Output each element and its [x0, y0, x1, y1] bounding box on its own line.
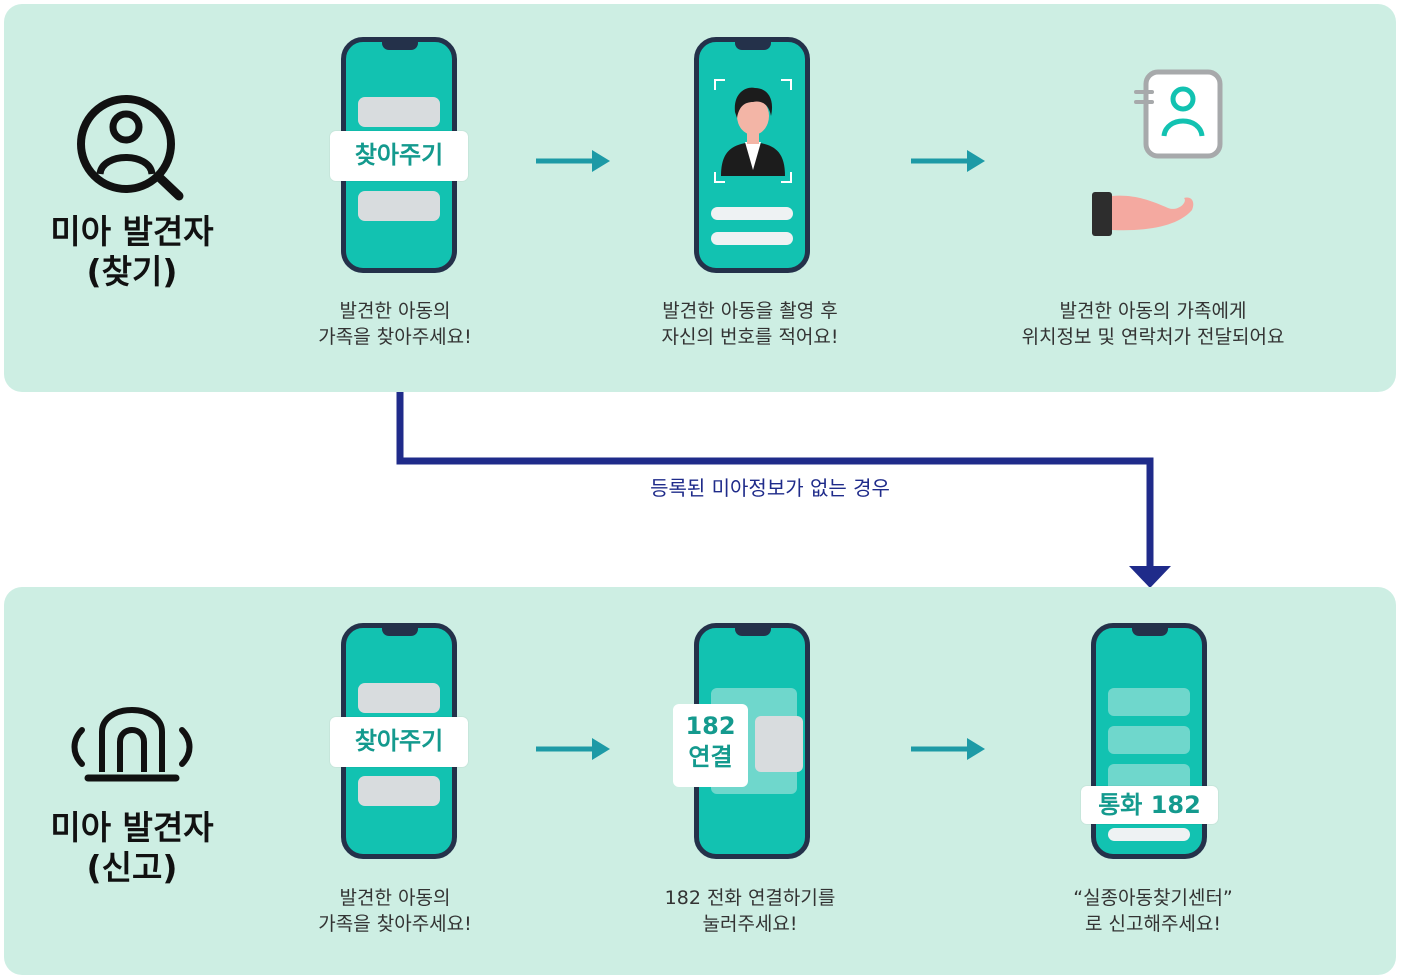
dialog-button [755, 716, 803, 772]
step-caption: 발견한 아동의 가족을 찾아주세요! [318, 300, 472, 348]
step-caption: 발견한 아동의 가족에게 위치정보 및 연락처가 전달되어요 [1021, 300, 1285, 348]
arrow-right-icon [536, 738, 610, 760]
placeholder-button [358, 191, 440, 221]
text-bar [711, 207, 793, 220]
placeholder-button [358, 97, 440, 127]
arrow-right-icon [911, 738, 985, 760]
photo-profile-icon [714, 79, 792, 183]
finder-report-title: 미아 발견자 (신고) [50, 808, 214, 887]
text-bar [711, 232, 793, 245]
arrow-right-icon [536, 150, 610, 172]
person-search-icon [77, 95, 184, 201]
phone-notch [382, 627, 418, 636]
phone-notch [1132, 627, 1168, 636]
finder-search-title: 미아 발견자 (찾기) [50, 212, 214, 291]
step-caption: “실종아동찾기센터” 로 신고해주세요! [1073, 887, 1233, 935]
find-button[interactable]: 찾아주기 [330, 717, 468, 767]
call-182-connect-button[interactable]: 182 연결 [673, 704, 748, 787]
arrow-right-icon [911, 150, 985, 172]
siren-icon [71, 706, 193, 782]
list-bar [1108, 726, 1190, 754]
phone-notch [735, 41, 771, 50]
call-182-button[interactable]: 통화 182 [1081, 786, 1218, 824]
connector-label: 등록된 미아정보가 없는 경우 [650, 476, 890, 500]
contact-card-hand-icon [1092, 69, 1223, 236]
step-caption: 182 전화 연결하기를 눌러주세요! [664, 887, 836, 935]
step-caption: 발견한 아동을 촬영 후 자신의 번호를 적어요! [661, 300, 839, 348]
text-bar [1108, 828, 1190, 841]
step-caption: 발견한 아동의 가족을 찾아주세요! [318, 887, 472, 935]
phone-notch [382, 41, 418, 50]
placeholder-button [358, 683, 440, 713]
list-bar [1108, 688, 1190, 716]
placeholder-button [358, 776, 440, 806]
find-button[interactable]: 찾아주기 [330, 131, 468, 181]
phone-notch [735, 627, 771, 636]
phone-photo [694, 37, 810, 273]
